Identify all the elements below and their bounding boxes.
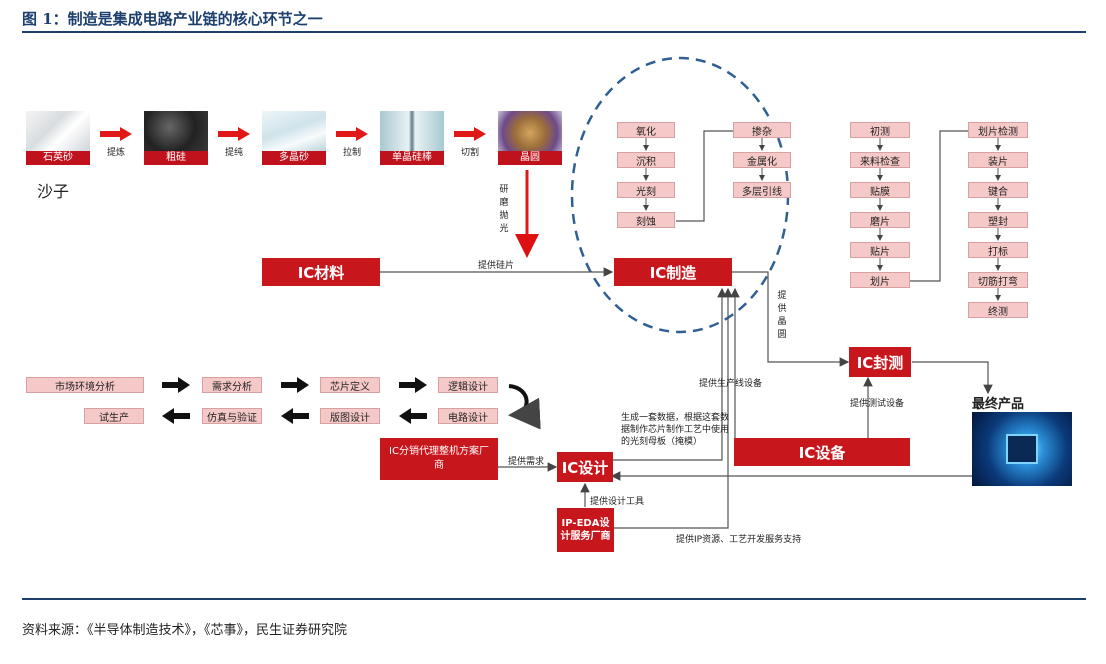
sand-caption: 沙子 (37, 182, 70, 201)
design-step-verification: 仿真与验证 (202, 408, 262, 424)
step-purify-label: 提纯 (224, 148, 243, 158)
node-ic-equipment: IC设备 (734, 438, 910, 466)
die-supply-arrow (730, 271, 850, 367)
polysilicon-label: 多晶砂 (262, 151, 326, 165)
design-step-layout: 版图设计 (320, 408, 380, 424)
pack-step-4: 磨片 (850, 212, 910, 228)
node-distributor: IC分销代理整机方案厂商 (380, 438, 498, 480)
pack-step-7: 划片检测 (968, 122, 1028, 138)
design-step-chip-definition: 芯片定义 (320, 377, 380, 393)
step-refine-label: 提炼 (106, 148, 125, 158)
pack-step-12: 切筋打弯 (968, 272, 1028, 288)
eda-to-fab-arrow (614, 287, 733, 529)
source-note: 资料来源：《半导体制造技术》，《芯事》，民生证券研究院 (22, 623, 348, 638)
pack-step-6: 划片 (850, 272, 910, 288)
edge-test-equipment: 提供测试设备 (850, 399, 905, 409)
node-ic-manufacturing: IC制造 (614, 258, 732, 286)
fab-step-deposition: 沉积 (617, 152, 675, 168)
design-step-circuit: 电路设计 (438, 408, 498, 424)
node-ic-material: IC材料 (262, 258, 380, 286)
step-refine-arrow-icon (100, 127, 132, 141)
pack-step-10: 塑封 (968, 212, 1028, 228)
design-step-logic: 逻辑设计 (438, 377, 498, 393)
design-uturn-arrow (508, 384, 541, 430)
pack-col-link (910, 130, 968, 282)
pack-step-9: 键合 (968, 182, 1028, 198)
quartz-image (26, 111, 90, 151)
polysilicon-image (262, 111, 326, 151)
design-arrow-right-1 (162, 377, 190, 393)
step-cut-label: 切割 (460, 148, 479, 158)
fab-step-multilayer: 多层引线 (733, 182, 791, 198)
ingot-label: 单晶硅棒 (380, 151, 444, 165)
fab-step-lithography: 光刻 (617, 182, 675, 198)
fab-step-oxidation: 氧化 (617, 122, 675, 138)
pack-step-3: 贴膜 (850, 182, 910, 198)
design-arrow-left-3 (399, 408, 427, 424)
polish-label: 研磨抛光 (499, 185, 509, 234)
final-product-label: 最终产品 (972, 397, 1025, 412)
bottom-rule (22, 598, 1086, 600)
step-pull-label: 拉制 (342, 148, 361, 158)
wafer-image (498, 111, 562, 151)
fab-step-metallization: 金属化 (733, 152, 791, 168)
edge-production-equipment: 提供生产线设备 (699, 379, 763, 389)
design-arrow-left-1 (162, 408, 190, 424)
step-cut-arrow-icon (454, 127, 486, 141)
ingot-image (380, 111, 444, 151)
design-arrow-right-2 (281, 377, 309, 393)
edge-design-tools: 提供设计工具 (590, 497, 645, 507)
step-purify-arrow-icon (218, 127, 250, 141)
crude-silicon-label: 粗硅 (144, 151, 208, 165)
step-refine: 提炼 (96, 126, 136, 158)
step-cut: 切割 (450, 126, 490, 158)
chip-icon (1006, 434, 1038, 464)
edge-supply-die: 提供晶圆 (777, 291, 787, 340)
pack-step-1: 初测 (850, 122, 910, 138)
material-polysilicon: 多晶砂 (262, 111, 326, 165)
pack-step-11: 打标 (968, 242, 1028, 258)
quartz-label: 石英砂 (26, 151, 90, 165)
step-pull-arrow-icon (336, 127, 368, 141)
design-step-market-analysis: 市场环境分析 (26, 377, 144, 393)
fab-step-etching: 刻蚀 (617, 212, 675, 228)
step-pull: 拉制 (332, 126, 372, 158)
material-quartz: 石英砂 (26, 111, 90, 165)
design-to-fab-arrow (612, 287, 727, 461)
material-crude-silicon: 粗硅 (144, 111, 208, 165)
step-purify: 提纯 (214, 126, 254, 158)
pack-step-5: 贴片 (850, 242, 910, 258)
design-arrow-right-3 (399, 377, 427, 393)
design-step-trial-production: 试生产 (84, 408, 144, 424)
design-arrow-left-2 (281, 408, 309, 424)
node-ic-packaging: IC封测 (849, 347, 911, 377)
chip-image (972, 412, 1072, 486)
edge-mask-note: 生成一套数据，根据这套数据制作芯片制作工艺中使用的光刻母板（掩模） (621, 413, 730, 447)
figure-title: 图 1：制造是集成电路产业链的核心环节之一 (22, 10, 323, 28)
crude-silicon-image (144, 111, 208, 151)
pack-step-8: 装片 (968, 152, 1028, 168)
edge-supply-wafer: 提供硅片 (478, 261, 515, 271)
edge-ip-support: 提供IP资源、工艺开发服务支持 (676, 535, 802, 545)
pack-step-2: 来料检查 (850, 152, 910, 168)
fab-col-link (676, 130, 733, 222)
top-rule (22, 31, 1086, 33)
final-product-arrow (912, 361, 993, 395)
edge-supply-demand: 提供需求 (508, 457, 545, 467)
node-ip-eda: IP-EDA设计服务厂商 (557, 508, 614, 552)
design-step-requirements: 需求分析 (202, 377, 262, 393)
node-ic-design: IC设计 (557, 452, 613, 482)
material-wafer: 晶圆 (498, 111, 562, 165)
pack-step-13: 终测 (968, 302, 1028, 318)
fab-step-doping: 掺杂 (733, 122, 791, 138)
material-ingot: 单晶硅棒 (380, 111, 444, 165)
wafer-label: 晶圆 (498, 151, 562, 165)
